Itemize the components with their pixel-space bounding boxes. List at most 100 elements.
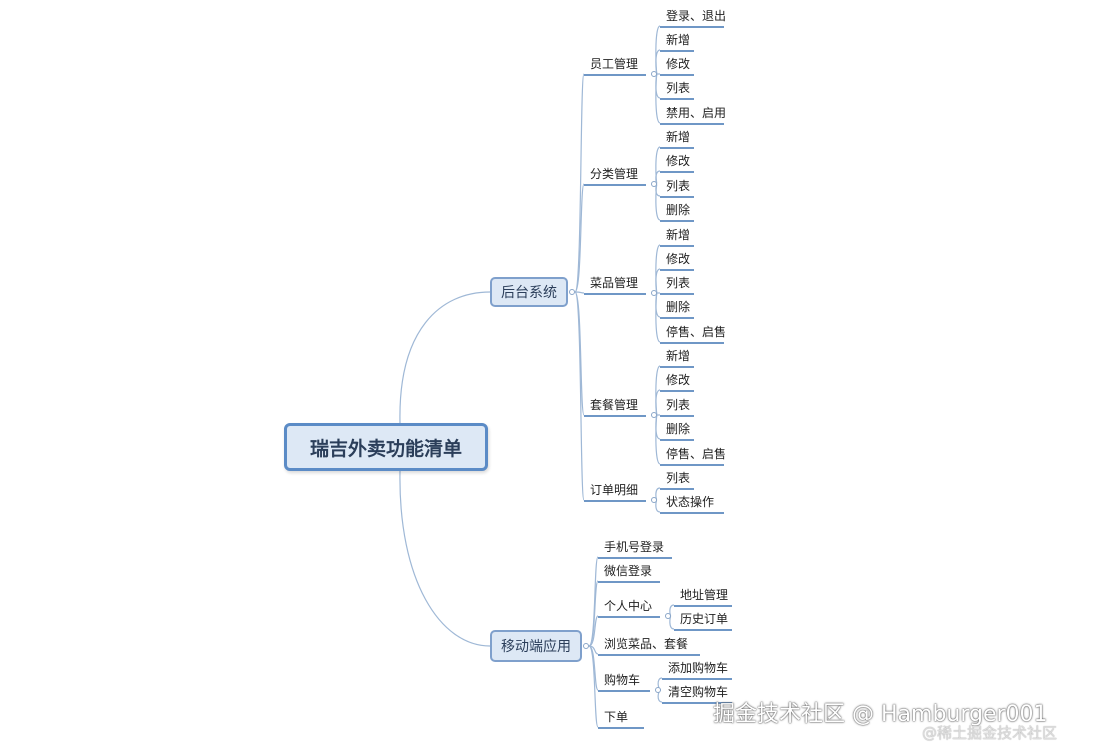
sub-0-1-collapse-toggle[interactable] <box>651 181 657 187</box>
sub-0-4-collapse-toggle[interactable] <box>651 497 657 503</box>
sub-node-1-0-underline <box>598 557 672 559</box>
sub-1-4-collapse-toggle[interactable] <box>655 687 661 693</box>
leaf-node-0-0-2-underline <box>660 74 694 76</box>
leaf-node-0-0-4[interactable]: 禁用、启用 <box>666 106 727 120</box>
sub-node-1-2[interactable]: 个人中心 <box>604 599 653 613</box>
sub-node-0-1[interactable]: 分类管理 <box>590 167 639 181</box>
link-sub-0-1-leaf-0 <box>655 146 661 185</box>
leaf-node-0-1-0[interactable]: 新增 <box>666 130 691 144</box>
sub-node-0-2-underline <box>584 293 646 295</box>
leaf-node-0-2-3-underline <box>660 317 694 319</box>
leaf-node-0-4-1-underline <box>660 512 724 514</box>
leaf-node-0-0-2[interactable]: 修改 <box>666 57 691 71</box>
leaf-node-0-3-3-underline <box>660 439 694 441</box>
leaf-node-1-2-1[interactable]: 历史订单 <box>680 612 729 626</box>
leaf-node-0-0-3[interactable]: 列表 <box>666 81 691 95</box>
watermark: 掘金技术社区 @ Hamburger001 <box>713 702 1048 727</box>
link-branch-0-sub-4 <box>574 291 585 501</box>
sub-node-0-3-underline <box>584 415 646 417</box>
sub-node-0-4[interactable]: 订单明细 <box>590 483 639 497</box>
sub-node-0-2[interactable]: 菜品管理 <box>590 276 639 290</box>
leaf-node-1-4-0-underline <box>662 678 732 680</box>
leaf-node-0-4-0[interactable]: 列表 <box>666 471 691 485</box>
link-branch-0-sub-1 <box>574 183 585 293</box>
sub-1-2-collapse-toggle[interactable] <box>665 613 671 619</box>
leaf-node-0-0-3-underline <box>660 98 694 100</box>
link-sub-0-0-leaf-4 <box>655 73 661 124</box>
sub-node-0-0[interactable]: 员工管理 <box>590 57 639 71</box>
leaf-node-0-0-0[interactable]: 登录、退出 <box>666 9 727 23</box>
leaf-node-0-3-1[interactable]: 修改 <box>666 373 691 387</box>
leaf-node-0-2-2-underline <box>660 293 694 295</box>
link-branch-0-sub-0 <box>574 73 585 293</box>
sub-0-2-collapse-toggle[interactable] <box>651 290 657 296</box>
leaf-node-0-3-2[interactable]: 列表 <box>666 398 691 412</box>
leaf-node-1-4-1-underline <box>662 702 732 704</box>
sub-node-1-0[interactable]: 手机号登录 <box>604 540 665 554</box>
leaf-node-0-4-0-underline <box>660 488 694 490</box>
sub-0-3-collapse-toggle[interactable] <box>651 412 657 418</box>
leaf-node-0-4-1[interactable]: 状态操作 <box>666 495 715 509</box>
link-branch-0-sub-2 <box>574 291 585 294</box>
link-sub-0-2-leaf-4 <box>655 292 661 343</box>
link-sub-0-3-leaf-4 <box>655 414 661 465</box>
sub-node-1-2-underline <box>598 616 660 618</box>
leaf-node-0-2-4[interactable]: 停售、启售 <box>666 325 727 339</box>
leaf-node-1-4-1[interactable]: 清空购物车 <box>668 685 729 699</box>
sub-node-1-1[interactable]: 微信登录 <box>604 564 653 578</box>
leaf-node-0-1-3[interactable]: 删除 <box>666 203 691 217</box>
sub-node-0-3[interactable]: 套餐管理 <box>590 398 639 412</box>
leaf-node-0-1-3-underline <box>660 220 694 222</box>
sub-node-1-3-underline <box>598 654 700 656</box>
root-node[interactable]: 瑞吉外卖功能清单 <box>284 423 488 471</box>
branch-node-1[interactable]: 移动端应用 <box>490 630 582 662</box>
leaf-node-0-3-4[interactable]: 停售、启售 <box>666 447 727 461</box>
connector-lines <box>399 25 675 728</box>
leaf-node-0-1-1[interactable]: 修改 <box>666 154 691 168</box>
leaf-node-0-0-0-underline <box>660 26 724 28</box>
branch-1-collapse-toggle[interactable] <box>583 643 589 649</box>
leaf-node-0-3-0-underline <box>660 366 694 368</box>
link-branch-1-sub-5 <box>588 645 599 728</box>
link-sub-1-2-leaf-1 <box>669 615 675 630</box>
link-sub-0-4-leaf-1 <box>655 499 661 513</box>
leaf-node-0-2-3[interactable]: 删除 <box>666 300 691 314</box>
leaf-node-1-2-0[interactable]: 地址管理 <box>680 588 729 602</box>
sub-node-1-4-underline <box>598 690 650 692</box>
sub-node-1-4[interactable]: 购物车 <box>604 673 641 687</box>
leaf-node-0-2-1-underline <box>660 269 694 271</box>
link-root-mobile <box>399 470 491 647</box>
leaf-node-0-1-2-underline <box>660 196 694 198</box>
leaf-node-0-2-0-underline <box>660 245 694 247</box>
leaf-node-0-2-1[interactable]: 修改 <box>666 252 691 266</box>
sub-node-0-1-underline <box>584 184 646 186</box>
sub-node-0-4-underline <box>584 500 646 502</box>
link-sub-0-1-leaf-3 <box>655 183 661 221</box>
leaf-node-0-0-1-underline <box>660 50 694 52</box>
leaf-node-1-2-1-underline <box>674 629 732 631</box>
leaf-node-0-1-2[interactable]: 列表 <box>666 179 691 193</box>
leaf-node-0-2-0[interactable]: 新增 <box>666 228 691 242</box>
leaf-node-0-3-0[interactable]: 新增 <box>666 349 691 363</box>
leaf-node-0-1-0-underline <box>660 147 694 149</box>
watermark-small: @稀土掘金技术社区 <box>922 724 1058 742</box>
sub-node-1-5-underline <box>598 727 644 729</box>
leaf-node-0-0-1[interactable]: 新增 <box>666 33 691 47</box>
leaf-node-1-4-0[interactable]: 添加购物车 <box>668 661 729 675</box>
link-root-backend <box>399 291 491 424</box>
leaf-node-0-2-4-underline <box>660 342 724 344</box>
leaf-node-0-3-1-underline <box>660 390 694 392</box>
leaf-node-0-2-2[interactable]: 列表 <box>666 276 691 290</box>
leaf-node-0-0-4-underline <box>660 123 724 125</box>
leaf-node-1-2-0-underline <box>674 605 732 607</box>
sub-0-0-collapse-toggle[interactable] <box>651 71 657 77</box>
sub-node-1-1-underline <box>598 581 660 583</box>
branch-0-collapse-toggle[interactable] <box>569 289 575 295</box>
leaf-node-0-1-1-underline <box>660 171 694 173</box>
sub-node-1-3[interactable]: 浏览菜品、套餐 <box>604 637 689 651</box>
leaf-node-0-3-3[interactable]: 删除 <box>666 422 691 436</box>
branch-node-0[interactable]: 后台系统 <box>490 277 568 307</box>
sub-node-0-0-underline <box>584 74 646 76</box>
sub-node-1-5[interactable]: 下单 <box>604 710 629 724</box>
leaf-node-0-3-2-underline <box>660 415 694 417</box>
